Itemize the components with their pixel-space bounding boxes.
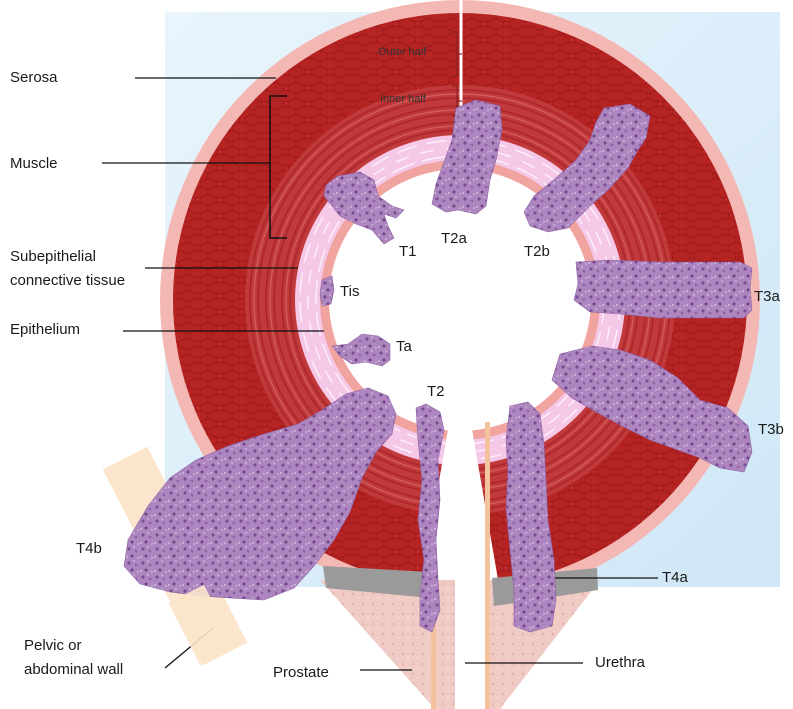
label-t4a: T4a xyxy=(662,569,688,587)
label-t3a: T3a xyxy=(754,288,780,306)
label-muscle: Muscle xyxy=(10,155,58,173)
label-urethra: Urethra xyxy=(595,654,645,672)
label-t2: T2 xyxy=(427,383,445,401)
urethra-wall-right xyxy=(485,422,490,709)
label-t2a: T2a xyxy=(441,230,467,248)
label-t4b: T4b xyxy=(76,540,102,558)
label-serosa: Serosa xyxy=(10,69,58,87)
label-subepithelial-1: Subepithelial xyxy=(10,248,96,266)
label-subepithelial-2: connective tissue xyxy=(10,272,125,290)
label-t3b: T3b xyxy=(758,421,784,439)
label-ta: Ta xyxy=(396,338,412,356)
label-prostate: Prostate xyxy=(273,664,329,682)
label-t1: T1 xyxy=(399,243,417,261)
label-tis: Tis xyxy=(340,283,359,301)
label-pelvic-2: abdominal wall xyxy=(24,661,123,679)
tumor-t3a xyxy=(574,260,752,318)
label-t2b: T2b xyxy=(524,243,550,261)
label-inner-half: Inner half xyxy=(380,93,426,105)
label-outer-half: Outer half xyxy=(378,46,426,58)
label-pelvic-1: Pelvic or xyxy=(24,637,82,655)
label-epithelium: Epithelium xyxy=(10,321,80,339)
